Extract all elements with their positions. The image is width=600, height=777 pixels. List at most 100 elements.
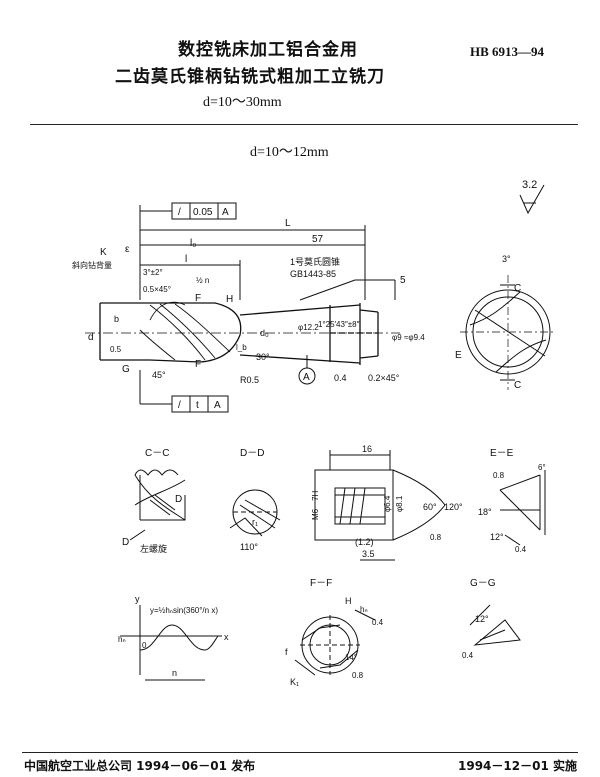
hole-dim-3-5: 3.5	[362, 549, 375, 559]
taper-note-1: 1号莫氏圆锥	[290, 256, 340, 267]
angle-30: 30°	[256, 352, 270, 362]
taper-angle: 1°25′43″±8″	[318, 320, 360, 329]
section-ee-title: E－E	[490, 448, 514, 459]
section-gg	[469, 604, 521, 646]
section-ee	[499, 470, 546, 546]
section-gg-title: G－G	[470, 578, 496, 589]
tol-top-ref: A	[222, 207, 229, 218]
dim-57: 57	[312, 234, 324, 245]
cutter-body	[99, 302, 379, 365]
section-dd	[229, 489, 281, 537]
standard-number: HB 6913—94	[470, 44, 545, 59]
section-dd-r1: r₁	[252, 517, 258, 527]
dim-d: d	[88, 332, 94, 343]
section-mark-G: G	[122, 364, 130, 375]
dim-l0: l₀	[190, 238, 196, 249]
wave-x-axis: x	[224, 632, 229, 642]
end-view-C-top: C	[514, 283, 521, 294]
section-mark-F-top: F	[195, 293, 201, 304]
section-ee-18deg: 18°	[478, 507, 492, 517]
section-ff-0-4: 0.4	[372, 618, 384, 627]
wave-y-axis: y	[135, 594, 140, 604]
section-ff-14deg: 14°	[345, 653, 357, 662]
label-chamfer: 0.5×45°	[143, 285, 171, 294]
section-ee-6deg: 6°	[538, 463, 546, 472]
section-ee-0-8: 0.8	[493, 471, 505, 480]
section-cc-D2: D	[122, 537, 129, 548]
section-cc-D1: D	[175, 494, 182, 505]
section-ff-K1: K₁	[290, 677, 299, 687]
section-ff-H: H	[345, 596, 352, 606]
end-view-E: E	[455, 350, 462, 361]
section-ee-0-4: 0.4	[515, 545, 527, 554]
runout-tolerance-top	[139, 202, 237, 300]
dim-phi9: φ9	[392, 333, 402, 342]
dim-phi12-2: φ12.2	[298, 323, 319, 332]
section-title: d=10～12mm	[250, 145, 329, 160]
tol-bot-symbol: /	[178, 400, 181, 411]
section-dd-title: D－D	[240, 448, 264, 459]
footer-effective: 1994－12－01 实施	[458, 759, 577, 773]
section-ff-0-8: 0.8	[352, 671, 364, 680]
label-epsilon: ε	[125, 244, 130, 255]
wave-formula: y=½hₙsin(360°/n x)	[150, 606, 218, 615]
roughness-symbol-icon	[519, 184, 545, 215]
end-view-C-bottom: C	[514, 380, 521, 391]
section-mark-H: H	[226, 294, 233, 305]
tol-bot-ref: A	[214, 400, 221, 411]
radius-R0-5: R0.5	[240, 375, 259, 385]
title-line2: 二齿莫氏锥柄钻铣式粗加工立铣刀	[115, 67, 385, 87]
section-dd-110: 110°	[240, 542, 258, 552]
center-hole-detail	[314, 450, 446, 561]
wave-profile-graph	[120, 605, 222, 681]
section-gg-12deg: 12°	[475, 614, 489, 624]
wave-origin: 0	[142, 641, 147, 650]
section-gg-0-4: 0.4	[462, 651, 474, 660]
runout-tolerance-bottom	[139, 370, 229, 413]
dim-L: L	[285, 218, 291, 229]
section-cc	[129, 469, 186, 541]
label-K: K	[100, 247, 107, 258]
end-view-3deg: 3°	[502, 254, 511, 264]
hole-dim-16: 16	[362, 444, 372, 454]
roughness-value: 3.2	[522, 179, 537, 191]
dim-d0: d₀	[260, 328, 269, 338]
section-ee-12deg: 12°	[490, 532, 504, 542]
section-ff-hn: hₙ	[360, 605, 368, 614]
roughness-0-4: 0.4	[334, 373, 347, 383]
hole-phi8-1: φ8.1	[395, 495, 404, 512]
hole-phi6-4: φ6.4	[383, 495, 392, 512]
label-edge-note: 斜向钻背量	[72, 260, 112, 270]
title-range: d=10～30mm	[203, 95, 282, 110]
section-cc-left-helix: 左螺旋	[140, 543, 167, 554]
angle-45: 45°	[152, 370, 166, 380]
footer-issuer: 中国航空工业总公司 1994－06－01 发布	[24, 759, 256, 773]
dim-lb: l_b	[236, 343, 247, 352]
datum-A-label: A	[303, 372, 310, 383]
tol-top-symbol: /	[178, 207, 181, 218]
header-rule	[30, 124, 578, 125]
hole-thread-M6: M6－7H	[311, 490, 320, 520]
label-3deg: 3°±2°	[143, 268, 163, 277]
label-half-n: ½ n	[196, 276, 209, 285]
helical-flutes	[139, 301, 231, 361]
taper-note-2: GB1443-85	[290, 269, 336, 279]
dim-phi9-4: ≈φ9.4	[404, 333, 425, 342]
section-ff-f: f	[285, 647, 288, 657]
tol-top-value: 0.05	[193, 207, 213, 218]
section-ff	[294, 609, 376, 676]
tol-bot-value: t	[196, 400, 199, 411]
dim-0-5: 0.5	[110, 345, 122, 354]
wave-n: n	[172, 668, 177, 678]
footer-rule	[22, 752, 578, 753]
hole-angle-60: 60°	[423, 502, 437, 512]
wave-hn: hₙ	[118, 635, 126, 644]
hole-roughness-0-8: 0.8	[430, 533, 442, 542]
dim-5: 5	[400, 275, 406, 286]
end-view	[460, 275, 556, 390]
dim-l: l	[185, 254, 187, 265]
section-mark-F-bottom: F	[195, 359, 201, 370]
title-line1: 数控铣床加工铝合金用	[178, 40, 358, 60]
hole-angle-120: 120°	[444, 502, 463, 512]
section-ff-title: F－F	[310, 578, 332, 589]
